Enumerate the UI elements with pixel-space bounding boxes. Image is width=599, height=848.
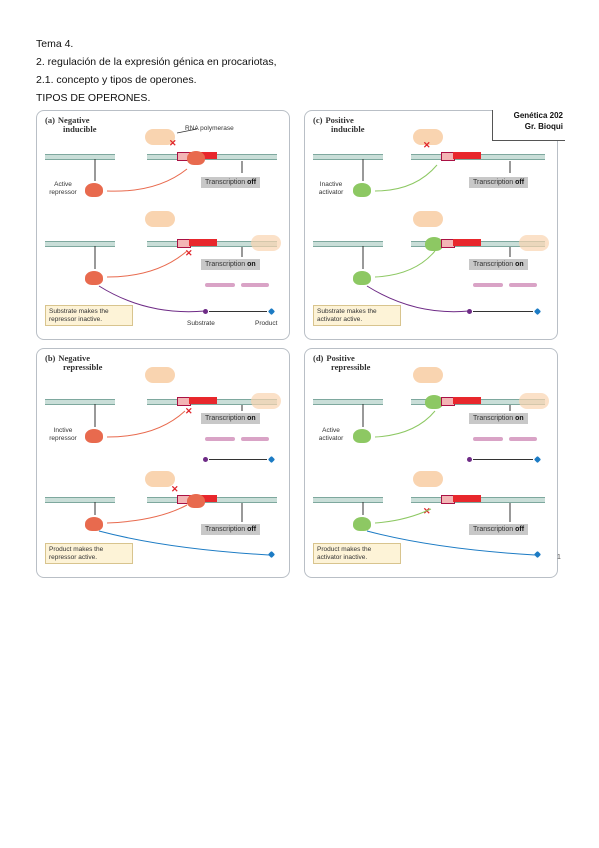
transcription-status: Transcription off	[201, 524, 261, 535]
rna-polymerase	[413, 129, 443, 145]
transcription-status: Transcription on	[469, 413, 528, 424]
regulator-dna	[45, 497, 115, 503]
operon-types-figure: (a)Negative inducible RNA polymerase ✕ A…	[36, 110, 565, 578]
doc-line-1: Tema 4.	[36, 38, 74, 50]
mrna	[241, 437, 269, 441]
rna-polymerase	[145, 129, 175, 145]
inactive-repressor	[85, 271, 103, 285]
inactive-repressor-label: Inctive repressor	[49, 427, 77, 442]
rna-polymerase-label: RNA polymerase	[185, 125, 234, 132]
mrna	[473, 437, 503, 441]
block-x: ✕	[171, 484, 179, 494]
regulator-dna	[45, 241, 115, 247]
mechanism-note: Product makes the activator inactive.	[313, 543, 401, 564]
structural-gene	[189, 239, 217, 246]
panel-title: (a)Negative inducible	[45, 115, 97, 134]
rna-polymerase	[145, 211, 175, 227]
structural-gene	[453, 152, 481, 159]
panel-title: (b)Negative repressible	[45, 353, 103, 372]
transcription-status: Transcription off	[469, 177, 529, 188]
regulator-dna	[45, 154, 115, 160]
rna-polymerase-moving	[251, 393, 281, 409]
mrna	[241, 283, 269, 287]
panel-arrows	[94, 128, 243, 313]
rna-polymerase-moving	[519, 393, 549, 409]
transcription-status: Transcription off	[469, 524, 529, 535]
panel-arrows	[94, 404, 270, 556]
transcription-status: Transcription on	[201, 259, 260, 270]
panel-negative-inducible: (a)Negative inducible RNA polymerase ✕ A…	[36, 110, 290, 340]
panel-arrows	[362, 404, 536, 556]
regulator-dna	[313, 399, 383, 405]
mrna	[473, 283, 503, 287]
panel-positive-repressible: (d)Positive repressible Active activator…	[304, 348, 558, 578]
activator-bound	[425, 237, 443, 251]
structural-gene	[453, 495, 481, 502]
inactive-activator	[353, 183, 371, 197]
panel-title: (d)Positive repressible	[313, 353, 371, 372]
mechanism-note: Substrate makes the repressor inactive.	[45, 305, 133, 326]
rna-polymerase	[413, 211, 443, 227]
inactive-activator-label: Inactive activator	[318, 181, 344, 196]
regulator-dna	[313, 154, 383, 160]
inactive-activator	[353, 517, 371, 531]
substrate-dot	[467, 457, 472, 462]
inactive-repressor	[85, 429, 103, 443]
transcription-status: Transcription on	[201, 413, 260, 424]
reaction-arrow	[209, 459, 267, 460]
page-number: 1	[557, 554, 561, 561]
active-activator	[353, 271, 371, 285]
substrate-dot	[203, 309, 208, 314]
panel-positive-inducible: (c)Positive inducible ✕ Inactive activat…	[304, 110, 558, 340]
panel-arrows	[362, 159, 511, 313]
activator-bound	[425, 395, 443, 409]
structural-gene	[453, 397, 481, 404]
active-activator-label: Active activator	[318, 427, 344, 442]
reaction-arrow	[473, 459, 533, 460]
product-label: Product	[255, 320, 278, 327]
mechanism-note: Substrate makes the activator active.	[313, 305, 401, 326]
mechanism-note: Product makes the repressor active.	[45, 543, 133, 564]
mrna	[205, 437, 235, 441]
rna-polymerase	[413, 367, 443, 383]
rna-polymerase-moving	[251, 235, 281, 251]
doc-line-2: 2. regulación de la expresión génica en …	[36, 56, 277, 68]
doc-line-3: 2.1. concepto y tipos de operones.	[36, 74, 197, 86]
mrna	[509, 283, 537, 287]
active-repressor	[85, 517, 103, 531]
block-x: ✕	[169, 138, 177, 148]
reaction-arrow	[473, 311, 533, 312]
substrate-dot	[467, 309, 472, 314]
course-label: Genética 202 Gr. Bioqui	[492, 110, 565, 141]
rna-polymerase	[413, 471, 443, 487]
repressor-bound	[187, 494, 205, 508]
panel-negative-repressible: (b)Negative repressible Inctive represso…	[36, 348, 290, 578]
rna-polymerase	[145, 367, 175, 383]
transcription-status: Transcription on	[469, 259, 528, 270]
active-repressor-label: Active repressor	[49, 181, 77, 196]
block-x: ✕	[185, 406, 193, 416]
block-x: ✕	[423, 140, 431, 150]
active-repressor	[85, 183, 103, 197]
structural-gene	[189, 397, 217, 404]
rna-polymerase	[145, 471, 175, 487]
doc-line-4: TIPOS DE OPERONES.	[36, 92, 151, 104]
regulator-dna	[313, 241, 383, 247]
active-activator	[353, 429, 371, 443]
panel-title: (c)Positive inducible	[313, 115, 365, 134]
substrate-label: Substrate	[187, 320, 215, 327]
transcription-status: Transcription off	[201, 177, 261, 188]
regulator-dna	[313, 497, 383, 503]
mrna	[509, 437, 537, 441]
rna-polymerase-moving	[519, 235, 549, 251]
mrna	[205, 283, 235, 287]
substrate-dot	[203, 457, 208, 462]
reaction-arrow	[209, 311, 267, 312]
regulator-dna	[45, 399, 115, 405]
repressor-bound	[187, 151, 205, 165]
block-x: ✕	[185, 248, 193, 258]
structural-gene	[453, 239, 481, 246]
